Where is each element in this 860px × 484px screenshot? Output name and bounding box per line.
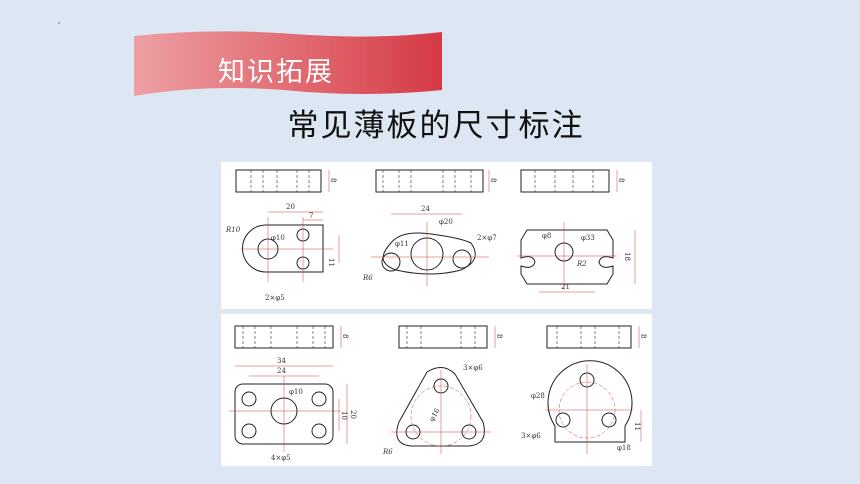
fig6-holes-dim: 3×φ6 [521,432,541,440]
fig2-holes-dim: 2×φ7 [477,234,497,242]
fig4-inner-width-dim: 24 [277,367,286,375]
fig3-hole-dim: φ8 [542,232,551,240]
fig2-thickness-dim: 8 [489,178,497,182]
section-banner: 知识拓展 [134,30,442,98]
fig4-outer-height-dim: 20 [349,410,357,419]
fig5-holes-dim: 3×φ6 [463,364,483,372]
fig1-radius-dim: R10 [225,226,241,234]
slide-marker-dot [58,22,60,24]
fig6-thickness-dim: 8 [639,334,647,338]
fig4-outer-width-dim: 34 [277,357,286,365]
fig5-circle-dim: φ16 [428,407,442,423]
fig2-width-dim: 24 [421,205,430,213]
fig3-width-dim: 21 [561,283,570,291]
fig5-radius-dim: R6 [382,448,393,456]
fig3-radius-dim: R2 [576,260,587,268]
page-title: 常见薄板的尺寸标注 [287,108,585,144]
fig2-small-hole-dim: φ11 [395,240,409,248]
fig2-big-hole-dim: φ20 [439,218,453,226]
fig6-inner-dim: φ18 [617,444,631,452]
drawing-panel-bottom-svg: 34 24 φ10 10 20 4×φ5 8 3×φ6 φ16 R6 8 φ28… [229,325,647,462]
banner-label: 知识拓展 [218,57,334,88]
drawing-panel-top: 20 7 R10 φ10 11 2×φ5 8 24 φ20 φ11 2×φ7 R… [221,162,652,309]
fig4-holes-dim: 4×φ5 [271,454,291,462]
fig2-radius-dim: R6 [362,274,373,282]
fig4-hole-dim: φ10 [289,388,303,396]
fig4-thickness-dim: 8 [341,334,349,338]
fig1-height-dim: 11 [327,258,335,267]
fig6-outer-dim: φ28 [531,392,545,400]
fig4-inner-height-dim: 10 [340,411,348,420]
fig1-holes-dim: 2×φ5 [265,294,285,302]
fig5-thickness-dim: 8 [495,334,503,338]
fig3-outer-dim: φ33 [581,234,595,242]
fig1-thickness-dim: 8 [329,178,337,182]
fig1-width-dim: 20 [286,203,295,211]
fig3-thickness-dim: 8 [617,178,625,182]
fig1-offset-dim: 7 [309,212,313,220]
drawing-panel-bottom: 34 24 φ10 10 20 4×φ5 8 3×φ6 φ16 R6 8 φ28… [221,314,652,466]
banner-ribbon-shape [134,31,442,96]
drawing-panel-top-svg: 20 7 R10 φ10 11 2×φ5 8 24 φ20 φ11 2×φ7 R… [225,169,636,302]
fig6-height-dim: 11 [633,422,641,431]
fig3-height-dim: 18 [623,252,631,261]
fig1-hole-dim: φ10 [271,234,285,242]
